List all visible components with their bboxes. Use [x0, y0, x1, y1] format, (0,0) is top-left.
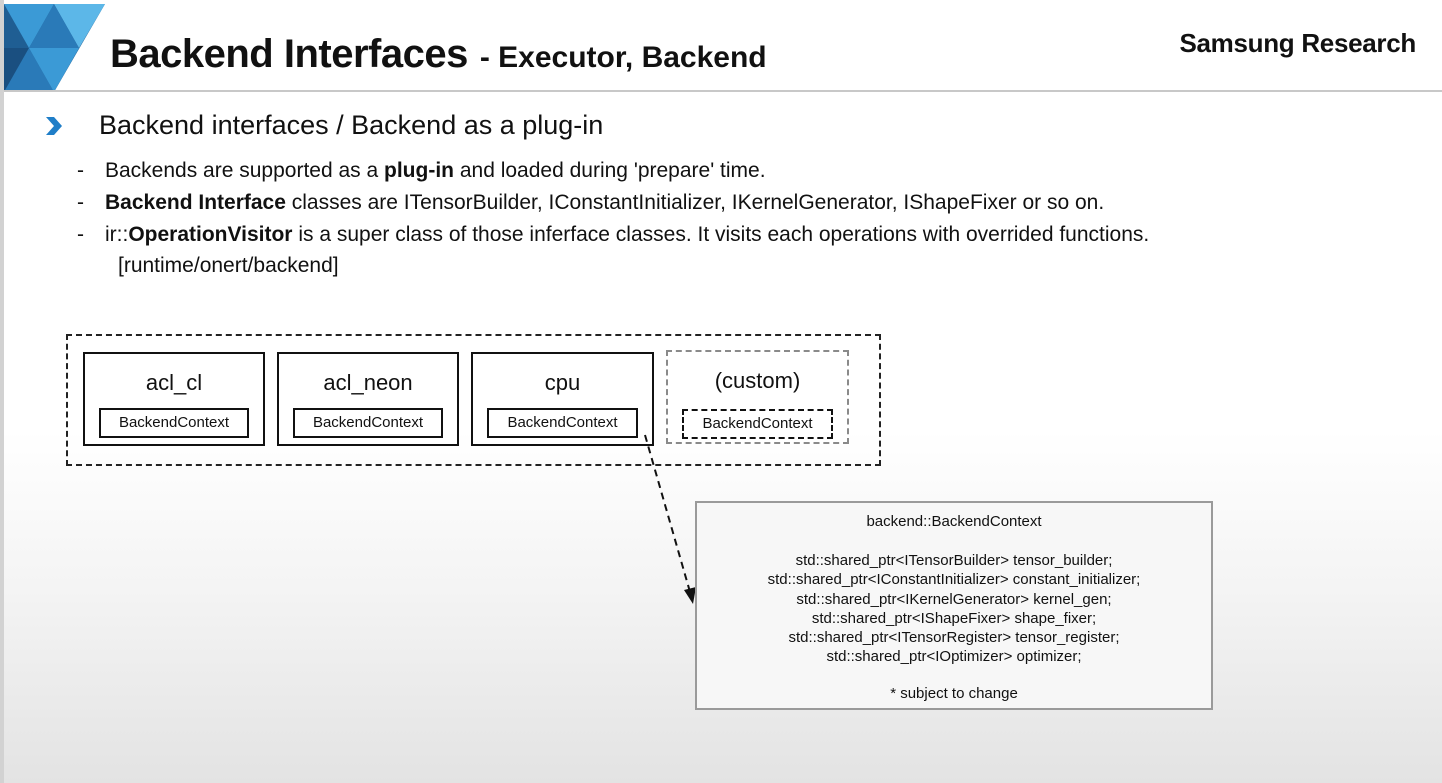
field-line: std::shared_ptr<ITensorRegister> tensor_… [788, 629, 1120, 647]
backend-box-custom: (custom) BackendContext [666, 350, 849, 444]
backend-context-box: BackendContext [682, 409, 833, 439]
title-subtitle: - Executor, Backend [479, 41, 767, 74]
backend-name: acl_neon [323, 370, 413, 395]
field-line: std::shared_ptr<ITensorBuilder> tensor_b… [795, 552, 1113, 569]
backend-context-box: BackendContext [99, 408, 249, 438]
backend-name: cpu [544, 370, 581, 395]
detail-fields: std::shared_ptr<ITensorBuilder> tensor_b… [697, 551, 1211, 667]
header-divider [4, 90, 1442, 92]
backend-box-cpu: cpu BackendContext [471, 352, 654, 446]
backend-context-box: BackendContext [293, 408, 443, 438]
bullet-heading: Backend interfaces / Backend as a plug-i… [99, 110, 604, 140]
source-path: [runtime/onert/backend] [118, 254, 339, 277]
field-line: std::shared_ptr<IShapeFixer> shape_fixer… [811, 609, 1097, 627]
samsung-logo [4, 4, 105, 92]
list-item: -Backends are supported as a plug-in and… [77, 159, 766, 182]
slide-left-edge [0, 0, 4, 783]
chevron-right-icon [46, 117, 62, 135]
field-line: std::shared_ptr<IOptimizer> optimizer; [826, 648, 1082, 666]
brand-name: Samsung Research [1179, 28, 1416, 58]
backends-group [66, 334, 881, 466]
title-main: Backend Interfaces [110, 32, 468, 76]
field-line: std::shared_ptr<IKernelGenerator> kernel… [796, 590, 1112, 608]
backend-box-acl-neon: acl_neon BackendContext [277, 352, 459, 446]
backend-name: acl_cl [145, 370, 203, 395]
backend-context-detail: backend::BackendContext std::shared_ptr<… [695, 501, 1213, 710]
slide-title: Backend Interfaces - Executor, Backend [110, 32, 767, 77]
detail-title: backend::BackendContext [866, 513, 1042, 530]
backend-box-acl-cl: acl_cl BackendContext [83, 352, 265, 446]
backend-name: (custom) [714, 368, 801, 393]
list-item: -ir::OperationVisitor is a super class o… [77, 223, 1150, 246]
field-line: std::shared_ptr<IConstantInitializer> co… [767, 571, 1141, 589]
detail-note: * subject to change [890, 685, 1018, 702]
backend-context-box: BackendContext [487, 408, 638, 438]
list-item: -Backend Interface classes are ITensorBu… [77, 191, 1105, 214]
